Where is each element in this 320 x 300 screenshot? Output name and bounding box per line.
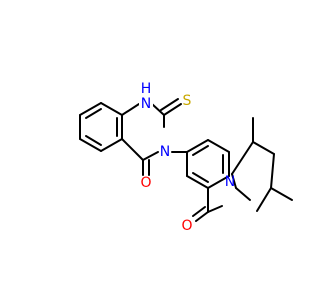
atom-n3-symbol: N bbox=[160, 144, 170, 160]
phenyl-ring bbox=[186, 139, 230, 189]
amide-cn-bond bbox=[207, 205, 223, 213]
atom-o4-symbol: O bbox=[140, 175, 151, 191]
atom-amide-o-symbol: O bbox=[181, 218, 192, 234]
thione-bond bbox=[160, 98, 182, 116]
pyrimidine-ring bbox=[121, 103, 165, 161]
piperidine-ring bbox=[231, 141, 275, 212]
atom-s-label: S bbox=[183, 93, 192, 109]
atom-amide-o-label: O bbox=[181, 218, 192, 234]
atom-pip-n-symbol: N bbox=[225, 174, 235, 190]
atom-n1-hydrogen: H bbox=[141, 81, 152, 97]
ring-carbonyl-bond bbox=[142, 159, 150, 176]
atom-pip-n-label: N bbox=[225, 174, 235, 190]
molecule-canvas: N H S N O O N bbox=[79, 81, 293, 234]
benzo-ring bbox=[79, 102, 123, 152]
atom-s-symbol: S bbox=[183, 93, 192, 109]
amide-carbonyl-bond bbox=[192, 206, 209, 222]
atom-n1-label: N H bbox=[139, 81, 153, 112]
atom-n3-label: N bbox=[160, 144, 170, 160]
structure-diagram: N H S N O O N bbox=[79, 81, 293, 234]
atom-n1-symbol: N bbox=[141, 96, 151, 112]
methyl-groups bbox=[252, 117, 293, 201]
atom-o4-label: O bbox=[140, 175, 151, 191]
